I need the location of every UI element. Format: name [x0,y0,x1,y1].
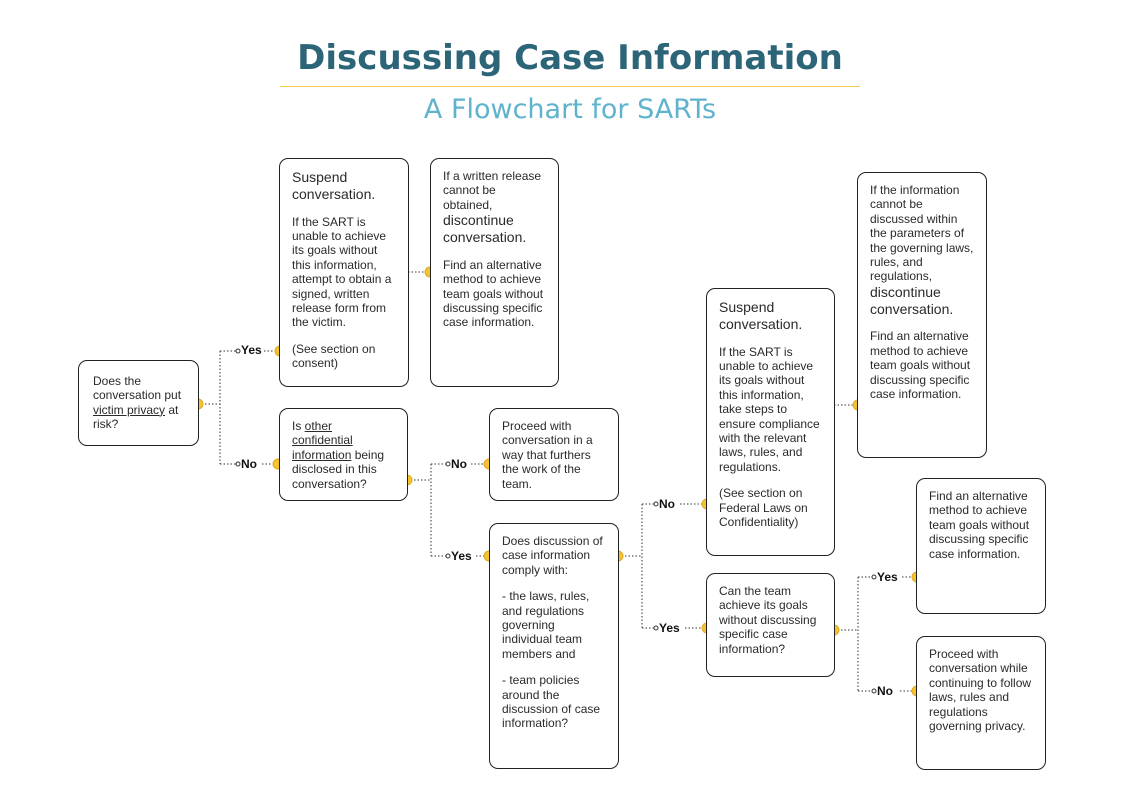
title-divider [280,86,860,87]
comply-item-laws: - the laws, rules, and regulations gover… [502,589,590,661]
other-confidential-link[interactable]: other confidential information [292,419,353,462]
question-other-confidential: Is other confidential information being … [279,408,408,501]
question-text: Can the team achieve its goals without d… [719,584,817,656]
release-text: If a written release cannot be obtained, [443,169,542,212]
question-text: being disclosed in this conversation? [292,447,385,491]
branch-label-yes: Yes [659,621,680,635]
branch-label-no: No [877,684,893,698]
discontinue-heading: discontinue conversation. [870,283,954,317]
federal-note: (See section on Federal Laws on Confiden… [719,486,808,529]
branch-label-no: No [659,497,675,511]
question-text: Does the conversation put [93,374,182,403]
alternative-text: Find an alternative method to achieve te… [443,257,544,330]
branch-label-no: No [241,457,257,471]
cannot-discuss-box: If the information cannot be discussed w… [857,172,987,458]
suspend-heading: Suspend conversation. [292,169,376,202]
question-text: Is [292,419,305,433]
victim-privacy-link[interactable]: victim privacy [93,402,166,417]
page-title: Discussing Case Information [297,38,843,78]
suspend-body: If the SART is unable to achieve its goa… [719,344,820,474]
page-subtitle: A Flowchart for SARTs [423,94,717,125]
suspend-body: If the SART is unable to achieve its goa… [292,214,392,330]
branch-label-yes: Yes [241,343,262,357]
cannot-discuss-text: If the information cannot be discussed w… [870,183,974,284]
branch-label-yes: Yes [451,549,472,563]
branch-label-no: No [451,457,467,471]
alternative-text: Find an alternative method to achieve te… [870,329,971,401]
alternative-text: Find an alternative method to achieve te… [929,489,1030,561]
written-release-box: If a written release cannot be obtained,… [430,158,559,387]
question-comply: Does discussion of case information comp… [489,523,619,769]
branch-label-yes: Yes [877,570,898,584]
question-team-goals: Can the team achieve its goals without d… [706,573,835,677]
find-alternative-box: Find an alternative method to achieve te… [916,478,1046,614]
question-victim-privacy: Does the conversation put victim privacy… [78,360,199,446]
consent-note: (See section on consent) [292,341,376,371]
suspend-heading: Suspend conversation. [719,299,803,332]
proceed-text: Proceed with conversation while continui… [929,647,1032,733]
suspend-consent-box: Suspend conversation. If the SART is una… [279,158,409,387]
suspend-federal-box: Suspend conversation. If the SART is una… [706,288,835,556]
comply-intro: Does discussion of case information comp… [502,534,603,577]
comply-item-policies: - team policies around the discussion of… [502,673,601,731]
discontinue-heading: discontinue conversation. [443,212,527,245]
proceed-work-box: Proceed with conversation in a way that … [489,408,619,501]
proceed-follow-box: Proceed with conversation while continui… [916,636,1046,770]
proceed-text: Proceed with conversation in a way that … [502,419,593,491]
question-text: at risk? [93,402,179,432]
